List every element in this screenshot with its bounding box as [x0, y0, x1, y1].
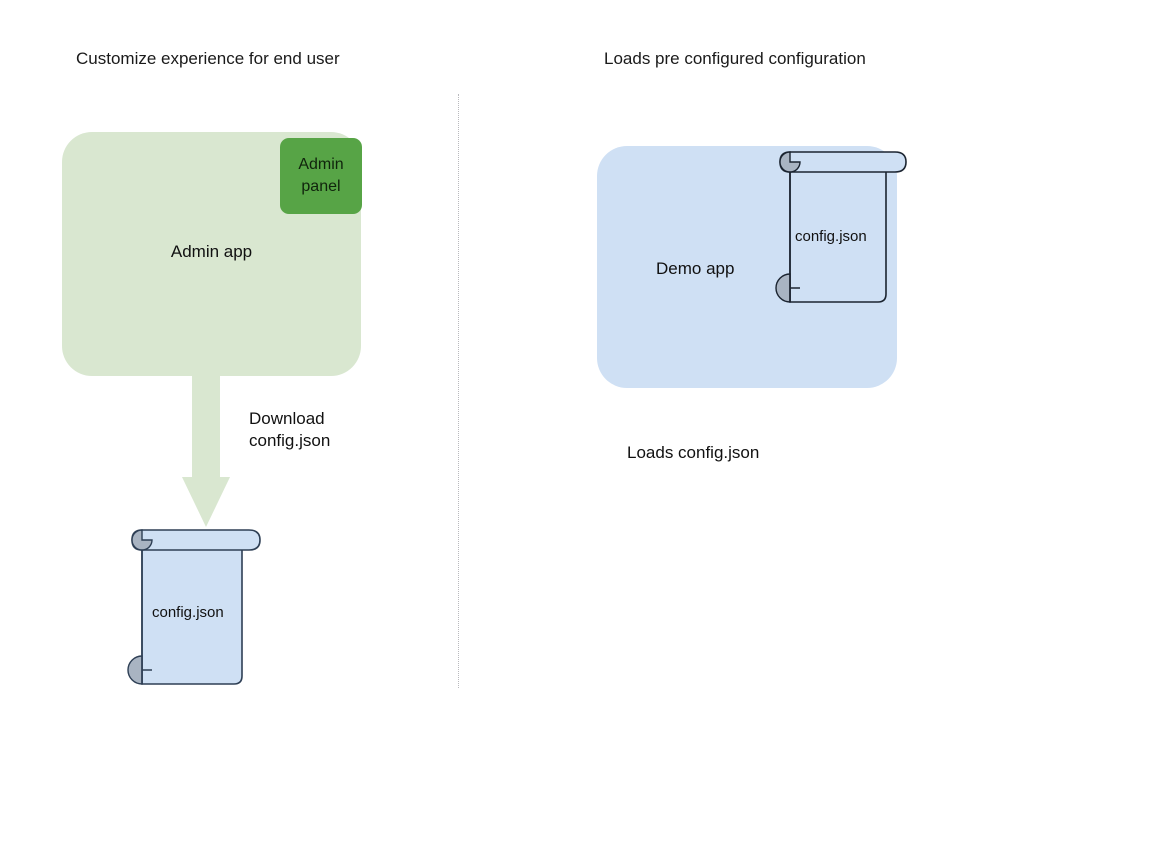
admin-app-label: Admin app	[170, 242, 253, 261]
left-column-heading: Customize experience for end user	[76, 49, 340, 68]
config-json-label-right: config.json	[795, 228, 867, 245]
download-caption-line1: Download	[249, 409, 325, 428]
admin-panel-label-line1: Admin	[298, 156, 344, 173]
download-arrow-icon	[182, 372, 230, 527]
download-caption-line2: config.json	[249, 431, 331, 450]
admin-panel-box[interactable]: Admin panel	[280, 138, 362, 214]
demo-app-label: Demo app	[656, 259, 735, 278]
admin-panel-label: Admin panel	[298, 154, 343, 198]
column-divider	[458, 94, 459, 688]
loads-config-caption: Loads config.json	[627, 443, 760, 462]
download-arrow-caption: Download config.json	[249, 408, 330, 452]
config-json-label-left: config.json	[152, 604, 224, 621]
config-json-document-left[interactable]	[118, 528, 268, 690]
admin-panel-label-line2: panel	[301, 178, 341, 195]
config-json-document-right[interactable]	[768, 150, 914, 308]
right-column-heading: Loads pre configured configuration	[604, 49, 866, 68]
